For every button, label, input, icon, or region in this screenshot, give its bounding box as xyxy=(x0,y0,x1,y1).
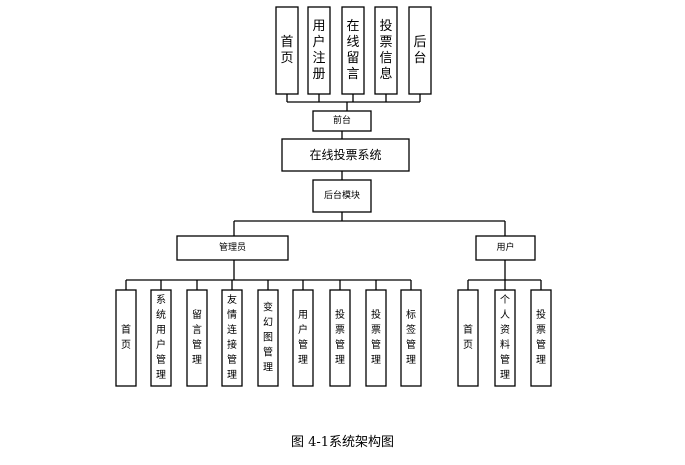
admin-box-label: 管理员 xyxy=(219,241,246,253)
user-child-0: 首页 xyxy=(457,289,479,387)
user-child-2-label: 投票管理 xyxy=(536,308,546,366)
admin-child-1-label: 系统用户管理 xyxy=(156,294,166,381)
top-module-1-label: 用户注册 xyxy=(312,19,325,82)
user-child-1: 个人资料管理 xyxy=(494,289,516,387)
admin-child-6-frame xyxy=(329,289,351,387)
admin-child-7-frame xyxy=(365,289,387,387)
top-module-2: 在线留言 xyxy=(341,6,365,95)
backend-module-box: 后台模块 xyxy=(312,179,372,213)
top-module-0-frame xyxy=(275,6,299,95)
admin-child-5: 用户管理 xyxy=(292,289,314,387)
admin-child-8-frame xyxy=(400,289,422,387)
admin-child-5-label: 用户管理 xyxy=(298,310,308,366)
top-module-4-frame xyxy=(408,6,432,95)
admin-child-4: 变幻图管理 xyxy=(257,289,279,387)
admin-child-2: 留言管理 xyxy=(186,289,208,387)
backend-module-box-label: 后台模块 xyxy=(324,189,360,201)
user-child-1-frame xyxy=(494,289,516,387)
user-child-1-label: 个人资料管理 xyxy=(500,294,510,381)
top-module-3-label: 投票信息 xyxy=(379,18,392,82)
frontend-box-label: 前台 xyxy=(333,114,351,126)
admin-child-0: 首页 xyxy=(115,289,137,387)
top-module-4-label: 后台 xyxy=(413,35,426,66)
user-box-label: 用户 xyxy=(496,241,514,253)
admin-child-4-frame xyxy=(257,289,279,387)
admin-child-8: 标签管理 xyxy=(400,289,422,387)
admin-child-2-label: 留言管理 xyxy=(192,308,202,366)
frontend-box: 前台 xyxy=(312,110,372,132)
diagram-nodes: 首页用户注册在线留言投票信息后台前台在线投票系统后台模块管理员首页系统用户管理留… xyxy=(115,6,552,387)
user-box-frame xyxy=(475,235,536,261)
top-module-1: 用户注册 xyxy=(307,6,331,95)
top-module-2-frame xyxy=(341,6,365,95)
top-module-3-frame xyxy=(374,6,398,95)
admin-child-2-frame xyxy=(186,289,208,387)
admin-child-5-frame xyxy=(292,289,314,387)
admin-child-6: 投票管理 xyxy=(329,289,351,387)
top-module-2-label: 在线留言 xyxy=(346,19,359,82)
admin-child-0-frame xyxy=(115,289,137,387)
admin-box-frame xyxy=(176,235,289,261)
top-module-4: 后台 xyxy=(408,6,432,95)
user-box: 用户 xyxy=(475,235,536,261)
top-module-0: 首页 xyxy=(275,6,299,95)
top-module-0-label: 首页 xyxy=(280,35,293,66)
admin-child-7-label: 投票管理 xyxy=(371,308,381,366)
top-module-3: 投票信息 xyxy=(374,6,398,95)
connector-lines xyxy=(125,94,542,290)
figure-caption: 图 4-1系统架构图 xyxy=(290,435,395,450)
admin-child-3-label: 友情连接管理 xyxy=(227,293,237,381)
system-box-label: 在线投票系统 xyxy=(309,147,381,162)
frontend-box-frame xyxy=(312,110,372,132)
system-box: 在线投票系统 xyxy=(281,138,410,172)
user-child-0-frame xyxy=(457,289,479,387)
admin-child-8-label: 标签管理 xyxy=(406,309,416,366)
admin-child-7: 投票管理 xyxy=(365,289,387,387)
admin-child-1-frame xyxy=(150,289,172,387)
top-module-1-frame xyxy=(307,6,331,95)
admin-child-3-frame xyxy=(221,289,243,387)
backend-module-box-frame xyxy=(312,179,372,213)
admin-child-6-label: 投票管理 xyxy=(335,308,345,366)
system-box-frame xyxy=(281,138,410,172)
user-child-0-label: 首页 xyxy=(463,323,473,351)
admin-box: 管理员 xyxy=(176,235,289,261)
admin-child-0-label: 首页 xyxy=(121,323,131,351)
user-child-2: 投票管理 xyxy=(530,289,552,387)
admin-child-1: 系统用户管理 xyxy=(150,289,172,387)
user-child-2-frame xyxy=(530,289,552,387)
admin-child-3: 友情连接管理 xyxy=(221,289,243,387)
admin-child-4-label: 变幻图管理 xyxy=(263,301,273,374)
